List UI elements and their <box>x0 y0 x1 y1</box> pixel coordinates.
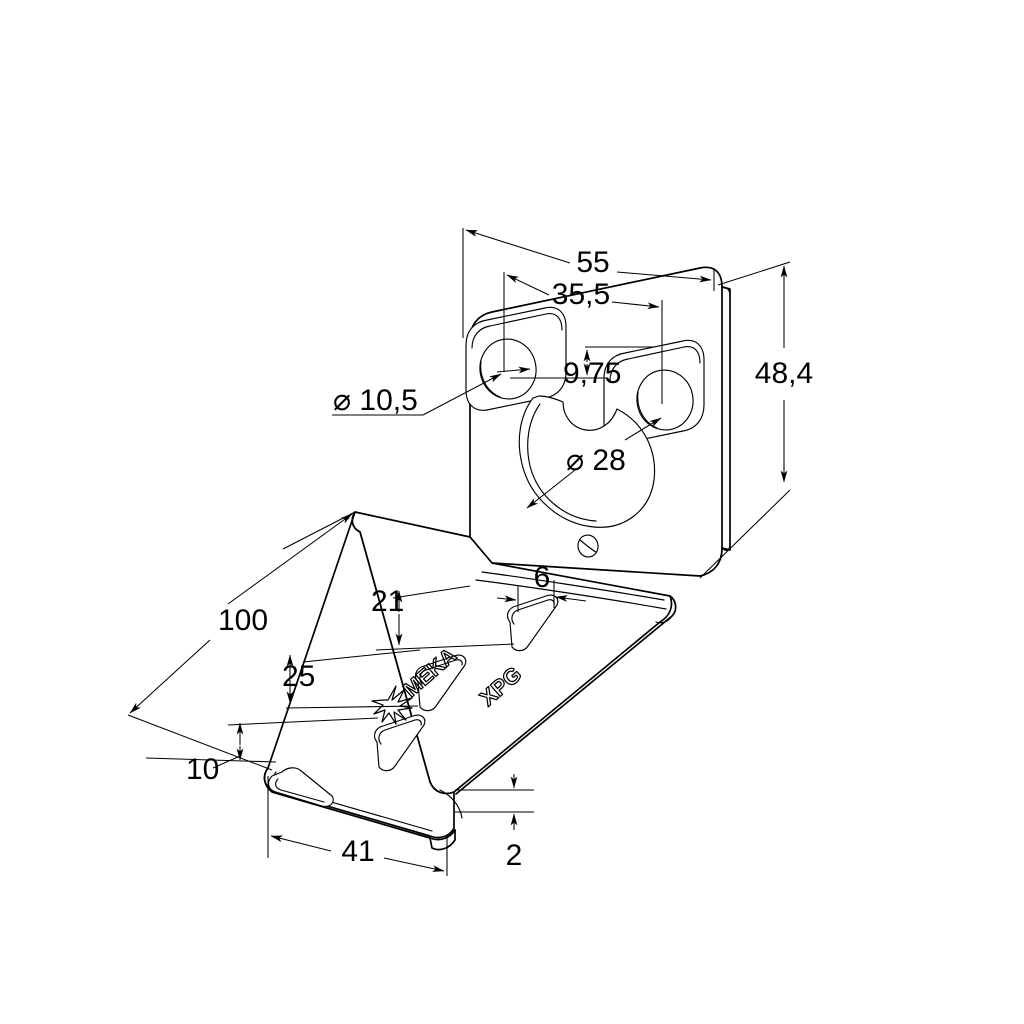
bend-radius-line-2 <box>475 579 667 610</box>
dimension-annotations: 55 35,5 48,4 <box>127 228 813 876</box>
vertical-plate-right-edge-lower <box>721 542 731 552</box>
dim-484-text: 48,4 <box>755 357 813 390</box>
dim-484-ext-top <box>717 261 791 286</box>
dim-41-line-left <box>270 835 332 852</box>
left-mounting-hole <box>479 338 537 400</box>
dim-100-line-upper <box>227 513 353 605</box>
dim-2-text: 2 <box>506 839 523 872</box>
left-boss-inner-edge <box>471 313 563 349</box>
dim-355-line-right <box>611 301 660 310</box>
center-dimple-depth <box>579 539 597 553</box>
dim-6: 6 <box>496 561 587 612</box>
dim-10: 10 <box>145 717 379 786</box>
dim-21-ext-bottom <box>375 643 515 651</box>
vertical-plate <box>465 266 731 577</box>
part-geometry: MEKA XPG <box>263 266 731 851</box>
dim-6-line-left <box>496 595 517 603</box>
dim-975: 9,75 <box>510 346 655 390</box>
dim-28-leader-lower <box>526 469 576 509</box>
dim-10-ext-bottom <box>145 757 277 763</box>
dim-25-ext-top <box>302 649 421 663</box>
front-lip-face <box>263 511 455 839</box>
dim-21-ext-top <box>392 585 471 599</box>
dim-355-line-left <box>506 274 550 296</box>
dim-41-line-right <box>383 857 445 872</box>
dim-28-text: ⌀ 28 <box>566 444 626 477</box>
slot-lower-depth <box>378 719 422 745</box>
dim-105-leader-back <box>496 366 531 374</box>
dim-10-leader <box>212 755 241 769</box>
dim-100-line-lower <box>129 639 211 714</box>
dim-41-text: 41 <box>341 835 374 868</box>
horizontal-plate: MEKA XPG <box>263 511 677 851</box>
dim-6-text: 6 <box>534 561 551 594</box>
horizontal-plate-right-edge-under <box>655 615 673 624</box>
dim-355: 35,5 <box>503 272 663 404</box>
dim-484: 48,4 <box>699 261 813 579</box>
dim-10-text: 10 <box>186 753 219 786</box>
right-mounting-hole <box>636 369 694 431</box>
dim-55-text: 55 <box>576 246 609 279</box>
vertical-plate-right-edge-inner <box>721 286 731 297</box>
slot-middle-depth <box>419 659 463 685</box>
vertical-plate-right-edge <box>721 286 731 551</box>
dim-6-line-right <box>555 595 587 602</box>
dim-55-line-left <box>465 229 571 264</box>
dim-41: 41 <box>267 776 448 876</box>
slot-front-lip <box>267 767 334 807</box>
right-boss-inner-edge <box>609 346 701 382</box>
slot-front-lip-depth <box>275 778 325 803</box>
dim-55-line-right <box>616 271 712 283</box>
horizontal-plate-thickness-front <box>429 829 456 851</box>
dim-105-text: ⌀ 10,5 <box>333 384 418 417</box>
dim-975-text: 9,75 <box>563 357 621 390</box>
dim-28-leader-upper <box>624 417 662 441</box>
dim-100: 100 <box>127 511 356 771</box>
dim-105-leader <box>422 373 502 416</box>
dim-55: 55 <box>462 228 715 338</box>
front-lip-edge-outer <box>263 767 456 841</box>
dim-484-ext-bottom <box>699 489 791 579</box>
dim-25: 25 <box>282 649 421 709</box>
dim-21-text: 21 <box>371 585 404 618</box>
bend-radius-line <box>481 571 665 601</box>
dim-2: 2 <box>455 774 534 872</box>
dim-25-text: 25 <box>282 660 315 693</box>
keyhole-cutout <box>518 395 656 528</box>
dim-100-text: 100 <box>218 604 268 637</box>
dim-25-ext-bottom <box>285 705 419 709</box>
dim-21: 21 <box>371 585 515 651</box>
dim-10-ext-top <box>227 717 379 726</box>
dim-28: ⌀ 28 <box>526 417 662 509</box>
corner-fillet-right-front <box>439 789 463 819</box>
dim-105: ⌀ 10,5 <box>332 366 531 417</box>
keyhole-inner-depth <box>527 403 597 522</box>
dim-355-text: 35,5 <box>552 278 610 311</box>
